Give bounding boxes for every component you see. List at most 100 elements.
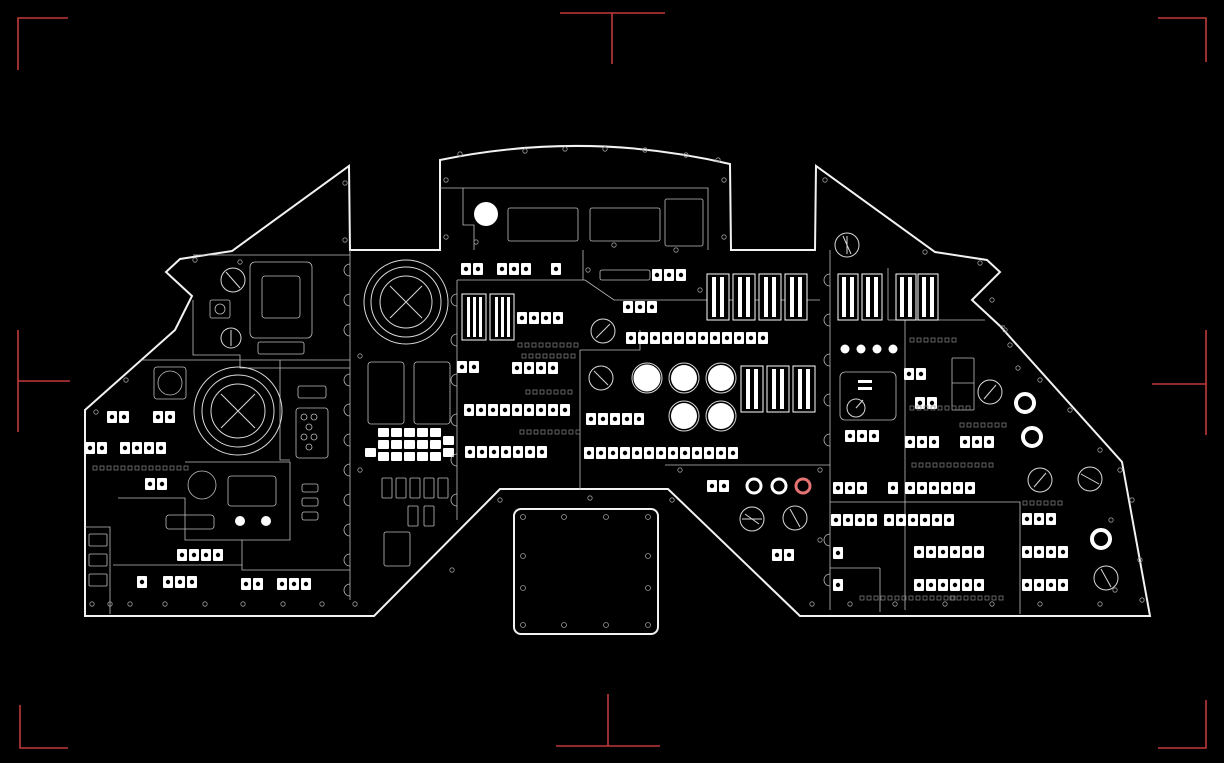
toggle-switch-icon[interactable] <box>189 549 199 561</box>
toggle-switch-icon[interactable] <box>512 404 522 416</box>
toggle-switch-icon[interactable] <box>722 332 732 344</box>
toggle-switch-icon[interactable] <box>926 546 936 558</box>
toggle-switch-icon[interactable] <box>301 578 311 590</box>
toggle-switch-icon[interactable] <box>512 362 522 374</box>
toggle-switch-icon[interactable] <box>944 514 954 526</box>
toggle-switch-icon[interactable] <box>950 546 960 558</box>
toggle-switch-icon[interactable] <box>469 361 479 373</box>
toggle-switch-icon[interactable] <box>716 447 726 459</box>
toggle-switch-icon[interactable] <box>656 447 666 459</box>
toggle-switch-icon[interactable] <box>524 404 534 416</box>
toggle-switch-icon[interactable] <box>710 332 720 344</box>
toggle-switch-icon[interactable] <box>917 436 927 448</box>
toggle-switch-icon[interactable] <box>941 482 951 494</box>
toggle-switch-icon[interactable] <box>1034 546 1044 558</box>
toggle-switch-icon[interactable] <box>926 579 936 591</box>
toggle-switch-icon[interactable] <box>85 442 95 454</box>
crosshair-gauge-icon[interactable] <box>193 366 283 456</box>
crosshair-gauge-icon[interactable] <box>363 259 449 345</box>
toggle-switch-icon[interactable] <box>867 514 877 526</box>
toggle-switch-icon[interactable] <box>536 404 546 416</box>
toggle-switch-icon[interactable] <box>962 579 972 591</box>
toggle-switch-icon[interactable] <box>537 446 547 458</box>
toggle-switch-icon[interactable] <box>1058 546 1068 558</box>
toggle-switch-icon[interactable] <box>638 332 648 344</box>
switch-bank[interactable] <box>461 293 515 341</box>
toggle-switch-icon[interactable] <box>938 579 948 591</box>
toggle-switch-icon[interactable] <box>698 332 708 344</box>
toggle-switch-icon[interactable] <box>917 482 927 494</box>
toggle-switch-icon[interactable] <box>241 578 251 590</box>
toggle-switch-icon[interactable] <box>137 576 147 588</box>
toggle-switch-icon[interactable] <box>831 514 841 526</box>
toggle-switch-icon[interactable] <box>500 404 510 416</box>
toggle-switch-icon[interactable] <box>833 579 843 591</box>
toggle-switch-icon[interactable] <box>201 549 211 561</box>
toggle-switch-icon[interactable] <box>1022 513 1032 525</box>
push-button-icon[interactable] <box>745 392 1112 550</box>
toggle-switch-icon[interactable] <box>869 430 879 442</box>
toggle-switch-icon[interactable] <box>536 362 546 374</box>
toggle-switch-icon[interactable] <box>1034 513 1044 525</box>
toggle-switch-icon[interactable] <box>676 269 686 281</box>
toggle-switch-icon[interactable] <box>253 578 263 590</box>
toggle-switch-icon[interactable] <box>608 447 618 459</box>
toggle-switch-icon[interactable] <box>277 578 287 590</box>
toggle-switch-icon[interactable] <box>908 514 918 526</box>
toggle-switch-icon[interactable] <box>772 549 782 561</box>
toggle-switch-icon[interactable] <box>488 404 498 416</box>
toggle-switch-icon[interactable] <box>1046 579 1056 591</box>
toggle-switch-icon[interactable] <box>953 482 963 494</box>
toggle-switch-icon[interactable] <box>457 361 467 373</box>
toggle-switch-icon[interactable] <box>1034 579 1044 591</box>
toggle-switch-icon[interactable] <box>107 411 117 423</box>
switch-bank[interactable] <box>837 273 939 321</box>
toggle-switch-icon[interactable] <box>157 478 167 490</box>
toggle-switch-icon[interactable] <box>758 332 768 344</box>
toggle-switch-icon[interactable] <box>707 480 717 492</box>
toggle-switch-icon[interactable] <box>734 332 744 344</box>
switch-bank[interactable] <box>706 273 808 321</box>
toggle-switch-icon[interactable] <box>610 413 620 425</box>
toggle-switch-icon[interactable] <box>650 332 660 344</box>
toggle-switch-icon[interactable] <box>905 436 915 448</box>
toggle-switch-icon[interactable] <box>938 546 948 558</box>
toggle-switch-icon[interactable] <box>1022 546 1032 558</box>
toggle-switch-icon[interactable] <box>524 362 534 374</box>
toggle-switch-icon[interactable] <box>728 447 738 459</box>
toggle-switch-icon[interactable] <box>622 413 632 425</box>
toggle-switch-icon[interactable] <box>833 547 843 559</box>
toggle-switch-icon[interactable] <box>960 436 970 448</box>
toggle-switch-icon[interactable] <box>719 480 729 492</box>
toggle-switch-icon[interactable] <box>884 514 894 526</box>
toggle-switch-icon[interactable] <box>289 578 299 590</box>
toggle-switch-group[interactable] <box>85 263 1068 591</box>
toggle-switch-icon[interactable] <box>548 362 558 374</box>
toggle-switch-icon[interactable] <box>845 482 855 494</box>
toggle-switch-icon[interactable] <box>97 442 107 454</box>
toggle-switch-icon[interactable] <box>746 332 756 344</box>
toggle-switch-icon[interactable] <box>620 447 630 459</box>
toggle-switch-icon[interactable] <box>680 447 690 459</box>
toggle-switch-icon[interactable] <box>501 446 511 458</box>
toggle-switch-icon[interactable] <box>652 269 662 281</box>
toggle-switch-icon[interactable] <box>513 446 523 458</box>
toggle-switch-icon[interactable] <box>119 411 129 423</box>
toggle-switch-icon[interactable] <box>551 263 561 275</box>
toggle-switch-icon[interactable] <box>163 576 173 588</box>
toggle-switch-icon[interactable] <box>974 579 984 591</box>
toggle-switch-icon[interactable] <box>950 579 960 591</box>
toggle-switch-icon[interactable] <box>497 263 507 275</box>
toggle-switch-icon[interactable] <box>509 263 519 275</box>
toggle-switch-icon[interactable] <box>855 514 865 526</box>
toggle-switch-icon[interactable] <box>932 514 942 526</box>
toggle-switch-icon[interactable] <box>553 312 563 324</box>
toggle-switch-icon[interactable] <box>647 301 657 313</box>
toggle-switch-icon[interactable] <box>560 404 570 416</box>
toggle-switch-icon[interactable] <box>1046 513 1056 525</box>
toggle-switch-icon[interactable] <box>962 546 972 558</box>
toggle-switch-icon[interactable] <box>888 482 898 494</box>
toggle-switch-icon[interactable] <box>464 404 474 416</box>
toggle-switch-icon[interactable] <box>927 397 937 409</box>
toggle-switch-icon[interactable] <box>843 514 853 526</box>
